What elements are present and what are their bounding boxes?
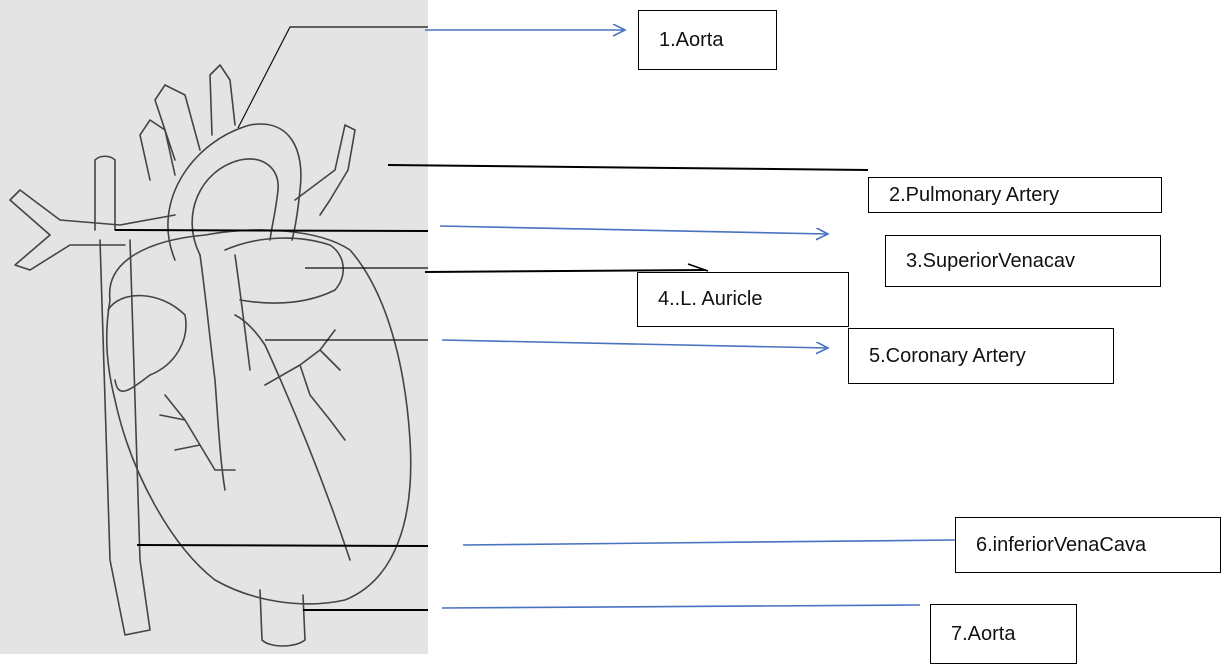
aortic-arch-outer	[167, 123, 302, 261]
pulmonary-branch-right	[294, 124, 356, 216]
leader-left-auricle-black	[424, 269, 707, 273]
leader-coronary-arrow	[441, 339, 828, 348]
coronary-branch-left	[159, 394, 236, 471]
leader-aorta-bent	[237, 26, 428, 129]
arch-branch-1	[139, 119, 176, 181]
left-auricle	[224, 237, 344, 304]
pulmonary-branch-left	[9, 189, 176, 271]
leader-pulmonary-artery	[387, 164, 869, 171]
leader-left-auricle-tick	[687, 263, 709, 272]
label-inferior-vena-cava: 6.inferiorVenaCava	[955, 517, 1221, 573]
leader-inferior-vena-cava-black	[136, 544, 429, 547]
right-auricle	[107, 294, 187, 392]
heart-body	[105, 229, 412, 605]
label-pulmonary-artery: 2.Pulmonary Artery	[868, 177, 1162, 213]
superior-vena-cava	[94, 155, 116, 231]
aortic-arch-inner	[191, 158, 279, 256]
label-coronary-artery: 5.Coronary Artery	[848, 328, 1114, 384]
label-aorta: 1.Aorta	[638, 10, 777, 70]
label-left-auricle: 4..L. Auricle	[637, 272, 849, 327]
leader-inferior-vena-cava-blue	[462, 539, 956, 546]
label-descending-aorta: 7.Aorta	[930, 604, 1077, 664]
pulmonary-trunk	[199, 254, 251, 491]
descending-aorta	[259, 589, 306, 647]
heart-outline	[9, 64, 412, 647]
arch-branch-3	[209, 64, 236, 136]
label-superior-vena-cava: 3.SuperiorVenacav	[885, 235, 1161, 287]
leader-superior-venacava-arrow	[439, 225, 828, 234]
inferior-vena-cava-outer	[99, 239, 151, 636]
arch-branch-2	[154, 84, 201, 161]
leader-superior-venacava-black	[114, 229, 429, 232]
leader-descending-aorta-blue	[441, 604, 921, 609]
